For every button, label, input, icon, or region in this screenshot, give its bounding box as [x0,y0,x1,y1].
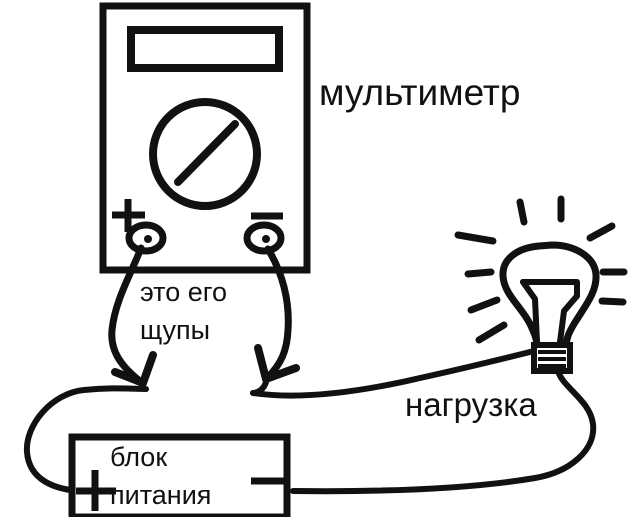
left-probe-lead [108,244,145,386]
multimeter-device [99,2,311,274]
positive-terminal-symbol [112,199,145,232]
power-supply-label-line2: питания [110,480,212,510]
probe-leads-group [108,244,300,387]
left-probe-arrowhead [111,351,157,387]
wire-node-to-bulb [250,347,541,399]
multimeter-display [127,26,283,72]
power-supply-case [68,433,291,517]
right-probe-arrowhead [254,344,300,383]
multimeter-dial[interactable] [149,98,261,210]
circuit-wiring [23,347,597,495]
right-probe-lead [264,245,292,381]
bulb-base [531,342,573,374]
wire-bulb-to-negative [290,368,597,495]
probes-annotation-line2: щупы [140,315,211,345]
bulb-filament [520,279,580,345]
positive-terminal-jack[interactable] [125,221,167,255]
dial-pointer [174,120,239,186]
psu-positive-terminal [76,470,116,511]
negative-terminal-jack[interactable] [243,221,285,255]
multimeter-label: мультиметр [319,72,521,113]
bulb-light-rays [454,195,628,344]
bulb-glass [499,241,600,351]
wire-right-node-stub [250,379,269,396]
power-supply-label-line1: блок [110,442,168,472]
light-bulb-icon [454,195,628,374]
power-supply-device [68,433,291,517]
probes-annotation-line1: это его [140,277,228,307]
load-label: нагрузка [405,386,537,423]
wire-positive-to-node [23,385,149,494]
